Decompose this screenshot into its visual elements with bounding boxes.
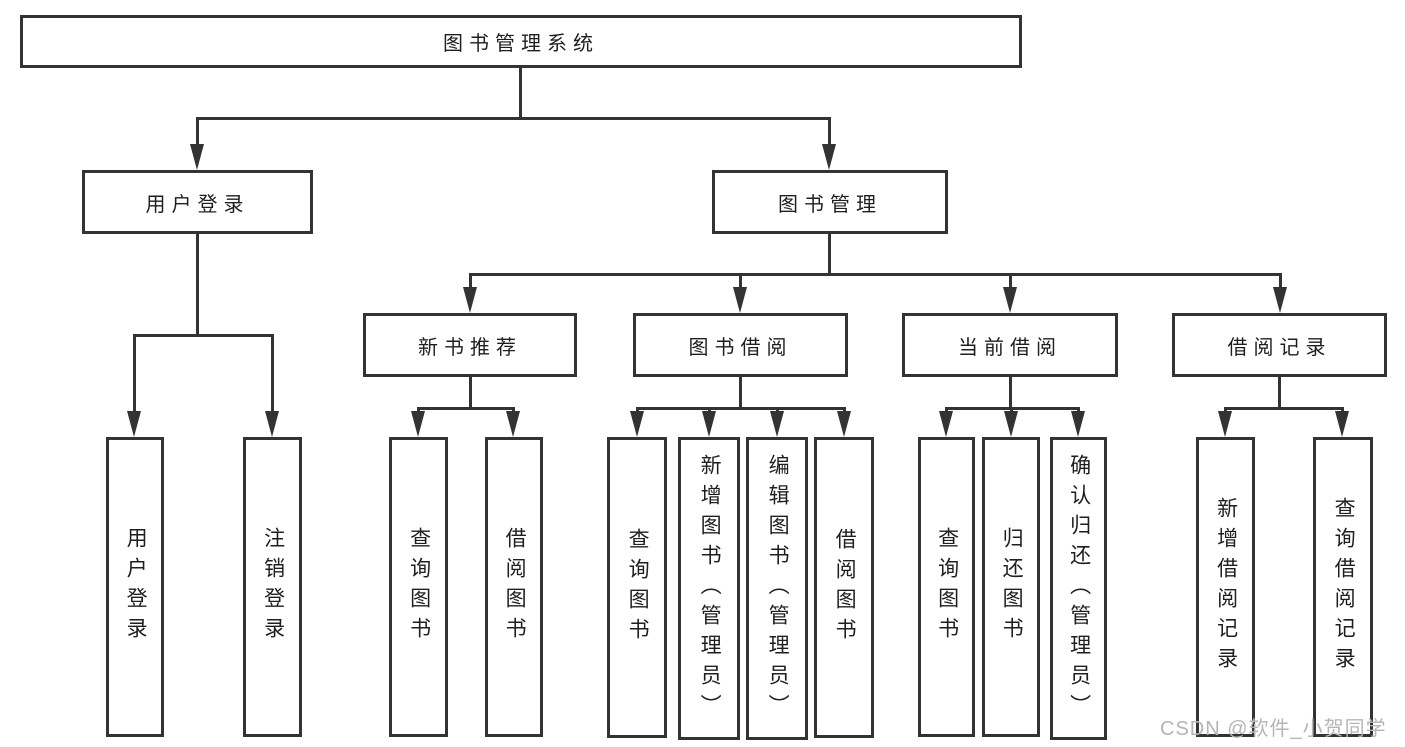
node-label: 新书推荐 [418,336,522,359]
node-label: 图书管理 [778,193,882,216]
node-label: 图书借阅 [688,336,793,359]
node-label: 借阅记录 [1227,336,1332,359]
arrow-down-icon [702,411,716,437]
node-label: 新增图书（管理员） [698,453,722,724]
arrow-down-icon [733,287,747,313]
connector-line [196,234,199,337]
arrow-down-icon [411,411,425,437]
connector-line [469,376,472,410]
node-label: 用户登录 [145,193,250,216]
leaf-confirm-return-admin: 确认归还（管理员） [1050,437,1107,740]
node-label: 归还图书 [1000,527,1024,647]
connector-line [739,377,742,410]
arrow-down-icon [127,411,141,437]
leaf-borrow-books-recommend: 借阅图书 [485,437,543,737]
leaf-query-books-recommend: 查询图书 [389,437,448,737]
arrow-down-icon [630,411,644,437]
node-label: 查询图书 [935,527,959,647]
leaf-user-login: 用户登录 [106,437,164,737]
leaf-add-borrow-record: 新增借阅记录 [1196,437,1255,737]
csdn-watermark: CSDN @软件_小贺同学 [1160,718,1387,740]
arrow-down-icon [463,287,477,313]
node-current-borrowing: 当前借阅 [902,313,1118,377]
leaf-query-borrow-record: 查询借阅记录 [1313,437,1373,737]
connector-line [828,117,831,147]
connector-line [739,273,742,290]
node-label: 查询借阅记录 [1332,497,1356,677]
connector-line [636,407,846,410]
connector-line [196,117,831,120]
node-label: 编辑图书（管理员） [766,453,790,724]
node-label: 查询图书 [626,527,650,648]
connector-line [1278,377,1281,410]
connector-line [1077,407,1080,414]
arrow-down-icon [837,411,851,437]
node-book-borrowing: 图书借阅 [633,313,848,377]
leaf-logout-login: 注销登录 [243,437,302,737]
leaf-borrow-books-borrowing: 借阅图书 [814,437,874,738]
connector-line [133,334,274,337]
leaf-query-books-borrowing: 查询图书 [607,437,667,738]
connector-line [776,407,779,414]
arrow-down-icon [190,144,204,170]
connector-line [519,68,522,118]
node-label: 图书管理系统 [443,33,599,55]
connector-line [1224,407,1344,410]
node-label: 用户登录 [124,527,148,647]
node-library-system: 图书管理系统 [20,15,1022,68]
arrow-down-icon [822,144,836,170]
arrow-down-icon [770,411,784,437]
node-label: 当前借阅 [958,336,1062,359]
node-label: 借阅图书 [503,527,527,647]
connector-line [843,407,846,414]
node-label: 确认归还（管理员） [1067,453,1091,724]
connector-line [1010,407,1013,414]
connector-line [271,334,274,414]
connector-line [1224,407,1227,414]
connector-line [469,273,1281,276]
connector-line [417,407,515,410]
connector-line [196,117,199,147]
node-label: 新增借阅记录 [1214,497,1238,677]
connector-line [1009,273,1012,290]
connector-line [469,273,472,290]
connector-line [708,407,711,414]
leaf-return-books: 归还图书 [982,437,1040,737]
connector-line [417,407,420,414]
connector-line [636,407,639,414]
arrow-down-icon [1071,411,1085,437]
arrow-down-icon [1218,411,1232,437]
connector-line [828,234,831,276]
node-borrowing-records: 借阅记录 [1172,313,1387,377]
connector-line [1279,273,1282,290]
arrow-down-icon [265,411,279,437]
leaf-add-books-admin: 新增图书（管理员） [678,437,740,740]
connector-line [945,407,948,414]
node-new-book-recommendation: 新书推荐 [363,313,577,377]
arrow-down-icon [506,411,520,437]
arrow-down-icon [1004,411,1018,437]
node-user-login: 用户登录 [82,170,313,234]
arrow-down-icon [939,411,953,437]
node-label: 注销登录 [261,527,285,647]
leaf-edit-books-admin: 编辑图书（管理员） [746,437,808,740]
connector-line [1341,407,1344,414]
node-book-management: 图书管理 [712,170,948,234]
leaf-query-books-current: 查询图书 [918,437,975,737]
connector-line [512,407,515,414]
connector-line [133,334,136,414]
node-label: 借阅图书 [833,527,857,648]
arrow-down-icon [1335,411,1349,437]
connector-line [1009,377,1012,410]
node-label: 查询图书 [407,527,431,647]
arrow-down-icon [1273,287,1287,313]
arrow-down-icon [1003,287,1017,313]
